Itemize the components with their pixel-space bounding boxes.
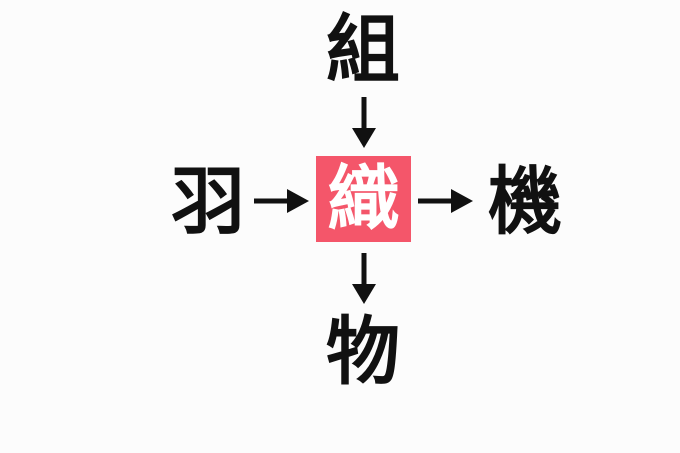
kanji-node-center-highlighted: 織 [316,156,411,242]
kanji-character-left: 羽 [171,159,245,245]
kanji-character-top: 組 [326,7,400,93]
arrow-right-left-icon [252,182,312,220]
kanji-character-center: 織 [327,157,400,241]
kanji-node-right: 機 [477,164,573,240]
kanji-node-bottom: 物 [313,310,413,394]
kanji-node-top: 組 [313,8,413,92]
kanji-character-bottom: 物 [326,309,400,395]
kanji-node-left: 羽 [162,164,254,240]
kanji-character-right: 機 [488,159,562,245]
arrow-down-top-icon [344,96,384,150]
arrow-right-right-icon [416,182,476,220]
arrow-down-bottom-icon [344,252,384,306]
